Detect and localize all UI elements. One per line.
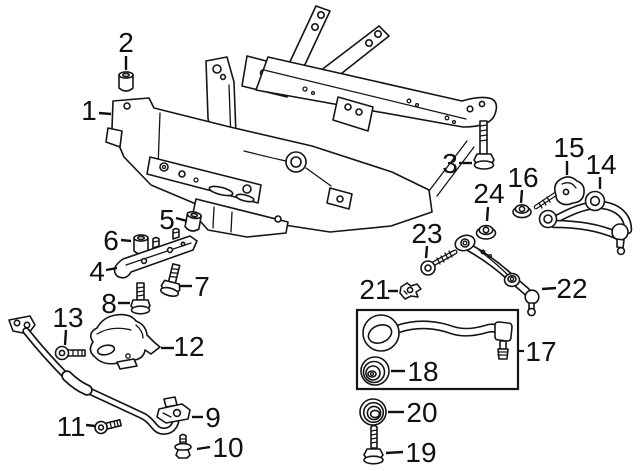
subframe-crossmember <box>105 5 498 238</box>
callout-24: 24 <box>473 178 505 222</box>
callout-arrow-5 <box>175 216 188 223</box>
part-23-bolt <box>420 249 458 276</box>
part-20-bushing <box>359 398 387 426</box>
callout-label-13: 13 <box>52 302 83 333</box>
callout-11: 11 <box>56 411 96 442</box>
callout-label-2: 2 <box>118 27 134 58</box>
part-12-bracket <box>89 313 161 370</box>
callout-label-8: 8 <box>101 288 117 319</box>
callout-14: 14 <box>585 149 617 189</box>
part-11-bolt <box>94 418 122 435</box>
callout-12: 12 <box>161 331 205 362</box>
callout-16: 16 <box>507 162 539 204</box>
callout-15: 15 <box>553 132 585 175</box>
callout-label-22: 22 <box>556 273 587 304</box>
part-24-nut <box>475 224 497 240</box>
part-15-cam-bolt <box>533 176 585 210</box>
callout-23: 23 <box>411 218 443 259</box>
callout-19: 19 <box>385 437 437 468</box>
callout-6: 6 <box>103 225 132 256</box>
callout-17: 17 <box>518 336 557 367</box>
part-10-bolt <box>174 433 192 459</box>
stabilizer-bar <box>8 315 180 435</box>
callout-label-12: 12 <box>173 331 204 362</box>
callout-label-20: 20 <box>406 397 437 428</box>
callout-arrow-16 <box>519 189 524 204</box>
callout-2: 2 <box>118 27 134 70</box>
callout-arrow-19 <box>385 450 404 455</box>
part-22-lower-rear-arm <box>454 234 540 317</box>
callout-label-23: 23 <box>411 218 442 249</box>
part-5-bushing <box>184 211 202 232</box>
callout-arrow-1 <box>98 111 112 116</box>
callout-label-19: 19 <box>405 437 436 468</box>
part-9-bar-bracket <box>156 396 191 424</box>
callout-arrow-4 <box>105 266 118 272</box>
callout-21: 21 <box>359 274 398 305</box>
part-13-bolt <box>54 345 86 361</box>
part-17-lower-front-arm <box>362 314 513 360</box>
callout-label-6: 6 <box>103 225 119 256</box>
callout-label-4: 4 <box>89 256 105 287</box>
part-14-upper-control-arm <box>538 190 633 256</box>
callout-label-10: 10 <box>212 432 243 463</box>
callout-label-11: 11 <box>56 411 85 442</box>
callout-label-5: 5 <box>159 204 175 235</box>
callout-arrow-11 <box>85 423 96 428</box>
callout-label-24: 24 <box>473 178 504 209</box>
callout-label-14: 14 <box>585 149 616 180</box>
callout-9: 9 <box>192 402 221 433</box>
callout-18: 18 <box>391 356 439 387</box>
callout-label-3: 3 <box>442 148 458 179</box>
part-4-bracket-plate <box>113 227 198 279</box>
callout-7: 7 <box>180 271 210 302</box>
callout-arrow-13 <box>63 329 68 346</box>
callout-5: 5 <box>159 204 188 235</box>
callout-20: 20 <box>388 397 438 428</box>
callout-4: 4 <box>89 256 118 287</box>
callout-8: 8 <box>101 288 130 319</box>
callout-arrow-22 <box>541 286 557 291</box>
callout-label-7: 7 <box>194 271 210 302</box>
callout-1: 1 <box>81 95 112 126</box>
part-18-bushing <box>360 356 390 386</box>
callout-arrow-24 <box>485 206 490 222</box>
callout-arrow-10 <box>196 445 211 451</box>
callout-label-18: 18 <box>407 356 438 387</box>
part-19-bolt <box>363 424 384 465</box>
part-3-bolt <box>473 120 495 170</box>
part-7-bolt <box>159 263 181 297</box>
callout-10: 10 <box>196 432 244 463</box>
callout-22: 22 <box>541 273 588 304</box>
callout-label-9: 9 <box>205 402 221 433</box>
callout-arrow-6 <box>120 238 132 243</box>
callout-3: 3 <box>442 148 472 179</box>
part-21-clip <box>399 282 422 300</box>
part-16-nut <box>512 204 532 219</box>
callout-label-1: 1 <box>81 95 97 126</box>
callout-label-15: 15 <box>553 132 584 163</box>
callout-arrow-23 <box>424 245 429 259</box>
part-8-bolt <box>130 282 151 315</box>
callout-label-17: 17 <box>525 336 556 367</box>
callout-13: 13 <box>52 302 84 346</box>
part-2-bushing <box>118 71 134 92</box>
callout-label-21: 21 <box>359 274 390 305</box>
callout-label-16: 16 <box>507 162 538 193</box>
group-box-17-18 <box>355 308 520 391</box>
